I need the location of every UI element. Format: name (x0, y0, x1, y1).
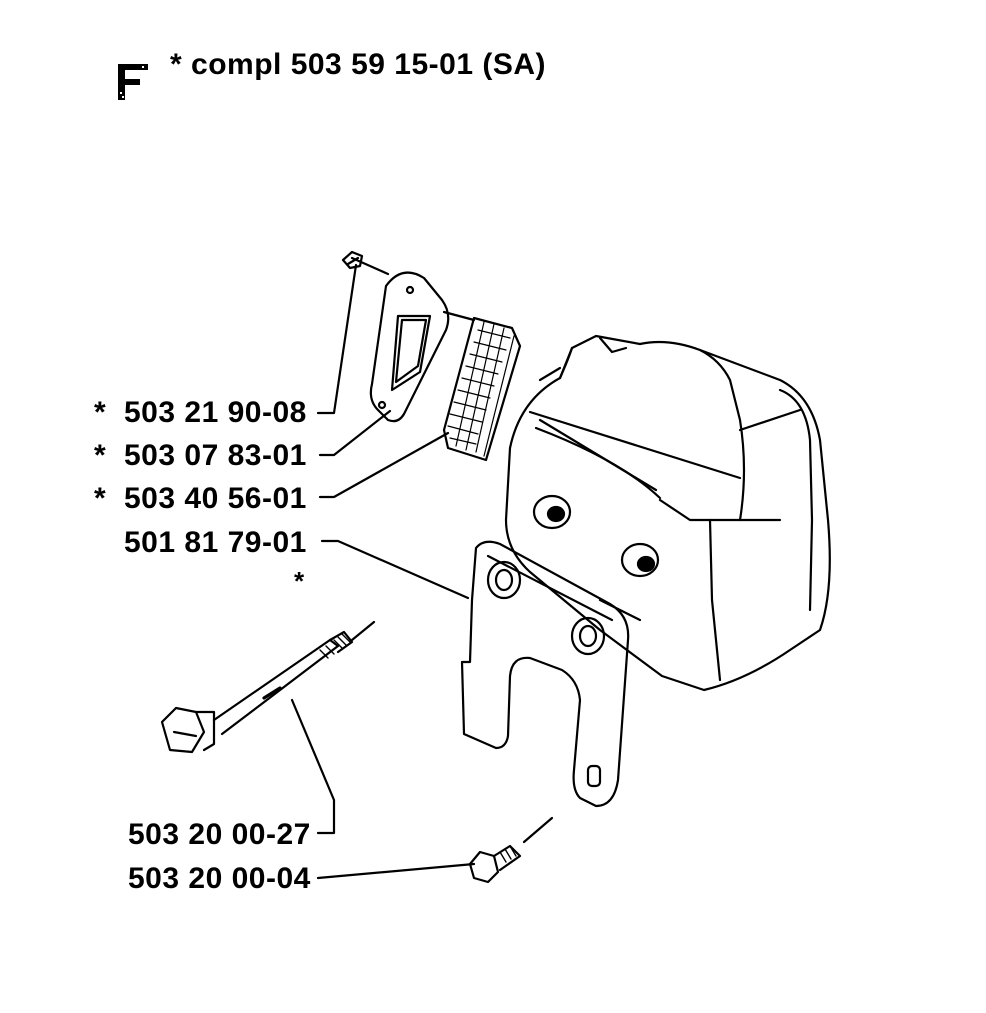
leader-line-dash-1 (350, 620, 376, 642)
part-number: 503 20 00-04 (128, 862, 311, 895)
part-number: 503 40 56-01 (124, 482, 307, 515)
gasket (369, 271, 450, 423)
screw-small (341, 250, 390, 276)
leader-line-1 (316, 263, 358, 415)
leader-lines (290, 263, 562, 880)
loose-marker: * (294, 566, 305, 596)
short-bolt (468, 844, 522, 884)
leader-line-5 (290, 698, 336, 835)
part-number: 503 07 83-01 (124, 439, 307, 472)
part-label-4[interactable]: 501 81 79-01 (124, 526, 307, 560)
part-number: 503 20 00-27 (128, 818, 311, 851)
part-number: 503 21 90-08 (124, 396, 307, 429)
leader-line-2 (318, 409, 392, 457)
part-label-3[interactable]: * 503 40 56-01 (94, 482, 307, 516)
part-marker: * (94, 439, 107, 472)
part-label-5[interactable]: 503 20 00-27 (128, 818, 311, 852)
bracket-plate (460, 540, 630, 808)
leader-line-dash-3 (538, 366, 562, 382)
leader-line-6 (316, 862, 476, 880)
leader-line-dash-2 (522, 816, 554, 844)
leader-line-3 (318, 431, 450, 499)
part-label-1[interactable]: * 503 21 90-08 (94, 396, 307, 430)
assembly-title: * compl 503 59 15-01 (SA) (170, 48, 547, 81)
spark-screen (442, 310, 522, 462)
long-bolt (160, 630, 354, 754)
part-label-6[interactable]: 503 20 00-04 (128, 862, 311, 896)
part-marker: * (94, 482, 107, 515)
leader-line-4 (320, 539, 470, 600)
part-marker: * (94, 396, 107, 429)
muffler-body (504, 334, 831, 692)
section-letter-f-icon (118, 64, 148, 100)
part-label-2[interactable]: * 503 07 83-01 (94, 439, 307, 473)
part-number: 501 81 79-01 (124, 526, 307, 559)
